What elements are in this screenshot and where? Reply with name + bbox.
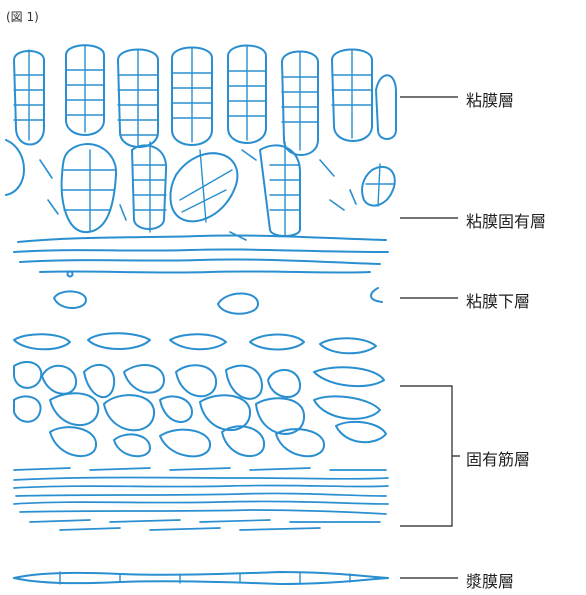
crypts (6, 140, 395, 240)
bracket-muscularis (400, 386, 460, 526)
lamina-propria-fibers (14, 235, 388, 276)
serosa (14, 572, 388, 584)
muscularis-cells (14, 333, 386, 456)
submucosa (54, 288, 382, 314)
mucosa-villi (14, 45, 396, 155)
label-serosa: 漿膜層 (466, 568, 514, 592)
label-lamina-propria: 粘膜固有層 (466, 208, 546, 232)
label-muscularis-propria: 固有筋層 (466, 446, 530, 470)
label-submucosa: 粘膜下層 (466, 288, 530, 312)
muscularis-fibers (14, 468, 388, 530)
label-mucosa: 粘膜層 (466, 87, 514, 111)
